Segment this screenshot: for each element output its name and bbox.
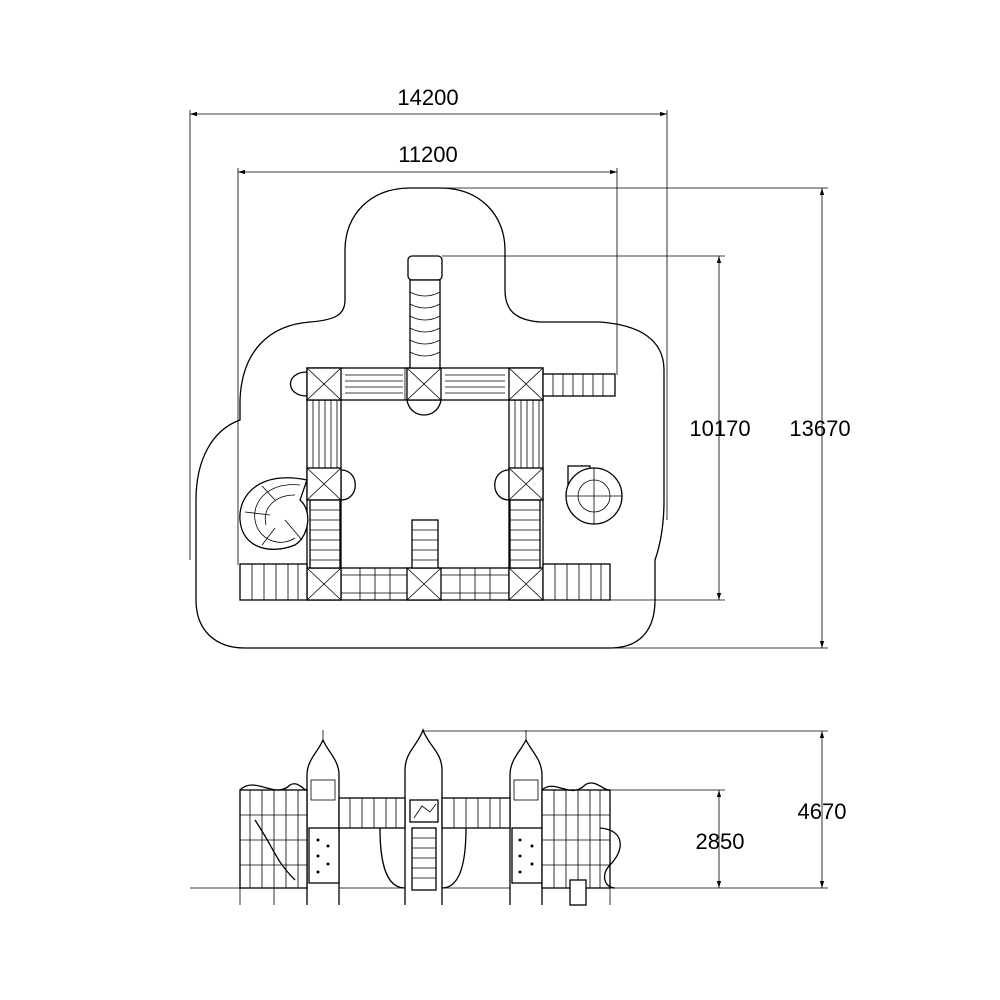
dim-label-2850: 2850 <box>696 829 745 854</box>
dim-platform-height: 2850 <box>600 789 745 888</box>
tube-slide-north <box>407 255 443 369</box>
dim-label-10170: 10170 <box>689 416 750 441</box>
right-climbing-frame <box>541 782 621 906</box>
dim-overall-width: 14200 <box>189 85 668 560</box>
safety-zone-outline <box>195 187 665 649</box>
left-climbing-frame <box>239 783 308 905</box>
south-ladder <box>411 519 439 569</box>
east-inner-ladder <box>509 499 541 569</box>
dim-label-14200: 14200 <box>397 85 458 110</box>
dim-label-4670: 4670 <box>798 799 847 824</box>
west-net-panel <box>239 563 308 601</box>
corner-towers <box>306 367 544 601</box>
dim-label-13670: 13670 <box>789 416 850 441</box>
dim-inner-depth: 10170 <box>442 255 751 601</box>
plan-view: 14200 11200 10170 13670 <box>189 85 851 649</box>
central-bridge <box>338 797 511 889</box>
spiral-slide-west <box>239 477 309 550</box>
spiral-slide-east <box>565 465 623 525</box>
dim-overall-depth: 13670 <box>440 187 851 649</box>
right-tower <box>509 730 543 905</box>
left-tower <box>306 730 340 905</box>
east-net-panel <box>542 563 611 601</box>
central-tower <box>404 727 443 905</box>
west-inner-ladder <box>309 499 341 569</box>
dim-label-11200: 11200 <box>398 142 458 167</box>
dim-total-height: 4670 <box>423 730 847 888</box>
dim-inner-width: 11200 <box>237 142 618 565</box>
ne-ramp <box>542 373 616 397</box>
elevation-view: 4670 2850 <box>190 727 847 906</box>
nw-slide-end <box>290 371 308 397</box>
